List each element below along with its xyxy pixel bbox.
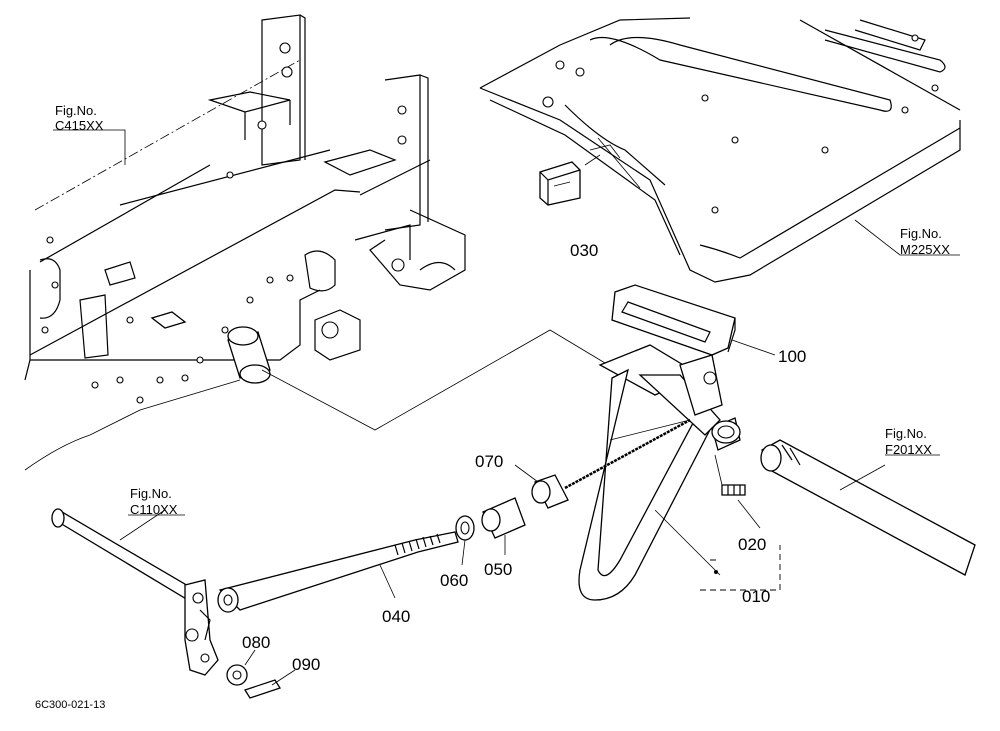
callout-030: 030 (570, 241, 598, 260)
part-060-washer (455, 515, 475, 566)
callout-070: 070 (475, 452, 503, 471)
part-040-rod (217, 531, 459, 613)
svg-text:Fig.No.: Fig.No. (130, 486, 172, 501)
svg-text:Fig.No.: Fig.No. (885, 426, 927, 441)
lower-lever-assembly (51, 508, 219, 676)
part-010-pedal-arm (578, 344, 781, 601)
fig-ref-c110xx: Fig.No. C110XX (130, 486, 178, 517)
svg-text:C415XX: C415XX (55, 118, 104, 133)
part-080-washer (226, 649, 256, 686)
svg-text:F201XX: F201XX (885, 442, 932, 457)
fig-ref-c415xx: Fig.No. C415XX (55, 103, 104, 133)
svg-text:M225XX: M225XX (900, 242, 950, 257)
callout-020: 020 (738, 535, 766, 554)
callout-090: 090 (292, 655, 320, 674)
part-100-pedal-pad (611, 284, 776, 356)
callout-080: 080 (242, 633, 270, 652)
frame-assembly-left (24, 14, 621, 471)
drawing-code: 6C300-021-13 (35, 699, 105, 711)
shaft-assembly-right (760, 439, 976, 576)
part-070-cable-end (514, 418, 691, 509)
part-030-rubber-block (539, 154, 601, 206)
callout-100: 100 (778, 347, 806, 366)
callout-050: 050 (484, 560, 512, 579)
callout-060: 060 (440, 571, 468, 590)
part-020-grease-fitting (714, 454, 761, 529)
svg-text:Fig.No.: Fig.No. (55, 103, 97, 118)
fig-ref-m225xx: Fig.No. M225XX (900, 226, 950, 257)
svg-text:Fig.No.: Fig.No. (900, 226, 942, 241)
callout-010: 010 (742, 587, 770, 606)
part-050-sleeve (481, 497, 526, 555)
fig-ref-f201xx: Fig.No. F201XX (885, 426, 932, 457)
part-090-cotter-pin (244, 669, 296, 699)
svg-text:C110XX: C110XX (130, 502, 178, 517)
callout-040: 040 (382, 607, 410, 626)
floor-plate-assembly (479, 17, 961, 283)
